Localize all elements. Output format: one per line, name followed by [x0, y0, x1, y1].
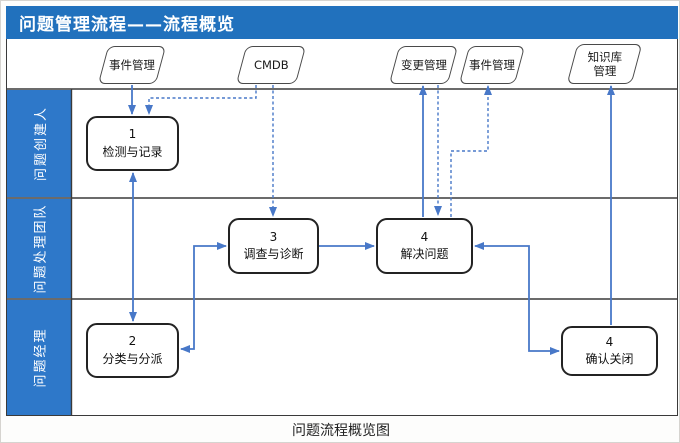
shape-label: CMDB [253, 57, 289, 72]
node-label: 分类与分派 [102, 351, 163, 366]
shape-label: 变更管理 [400, 57, 447, 72]
shape-knowledge-base-management: 知识库管理 [566, 44, 643, 84]
node-number: 4 [605, 334, 614, 349]
shape-incident-management-left: 事件管理 [97, 46, 167, 84]
lane-label-text: 问题经理 [33, 327, 49, 388]
lane-label-problem-creator: 问题创建人 [7, 90, 71, 197]
shape-label: 事件管理 [469, 57, 515, 72]
node-number: 3 [269, 229, 278, 244]
node-number: 2 [128, 334, 137, 349]
diagram-caption: 问题流程概览图 [292, 423, 390, 439]
title-bar: 问题管理流程——流程概览 [6, 6, 678, 39]
shape-label: 知识库管理 [587, 49, 622, 78]
node-investigate-diagnose: 3 调查与诊断 [228, 218, 319, 274]
node-label: 检测与记录 [102, 144, 163, 159]
shape-incident-management-right: 事件管理 [458, 46, 526, 84]
node-label: 确认关闭 [585, 352, 634, 366]
page-title: 问题管理流程——流程概览 [19, 15, 235, 35]
node-confirm-close: 4 确认关闭 [561, 326, 658, 376]
lane-label-problem-manager: 问题经理 [7, 300, 71, 415]
node-classify-assign: 2 分类与分派 [86, 323, 179, 378]
lane-label-text: 问题创建人 [33, 105, 49, 182]
node-resolve-problem: 4 解决问题 [376, 218, 473, 274]
shape-label: 事件管理 [109, 57, 155, 72]
node-label: 解决问题 [400, 247, 449, 261]
node-number: 4 [420, 229, 429, 244]
lane-label-text: 问题处理团队 [33, 203, 49, 294]
node-label: 调查与诊断 [243, 247, 304, 261]
node-detect-record: 1 检测与记录 [86, 116, 179, 171]
lane-label-problem-handling-team: 问题处理团队 [7, 199, 71, 298]
shape-change-management: 变更管理 [388, 46, 459, 84]
shape-cmdb: CMDB [235, 46, 307, 84]
node-number: 1 [128, 127, 137, 142]
